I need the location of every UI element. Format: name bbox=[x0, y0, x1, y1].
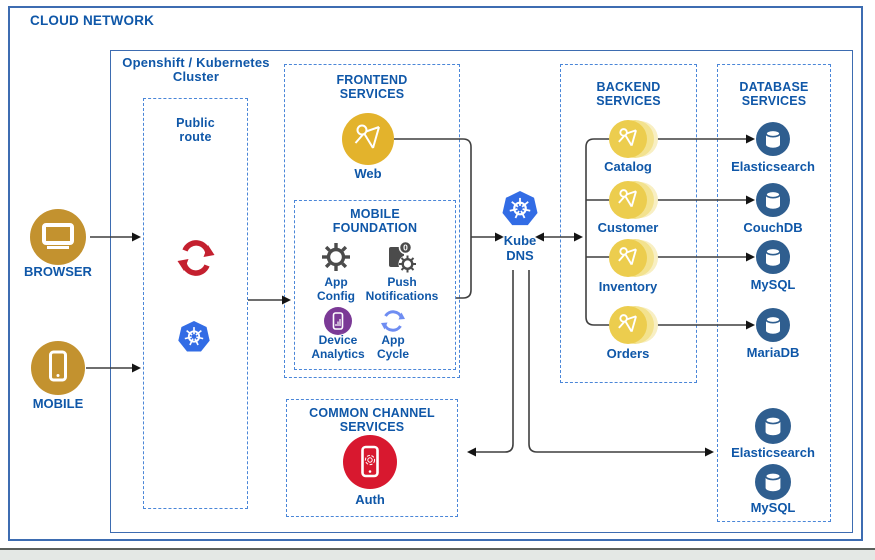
kube-dns-icon bbox=[501, 190, 539, 228]
customer-service-icon bbox=[609, 181, 661, 219]
browser-icon bbox=[30, 209, 86, 265]
auth-icon bbox=[343, 435, 397, 489]
inventory-service-icon bbox=[609, 239, 661, 277]
svg-text:0: 0 bbox=[403, 243, 408, 253]
mysql2-label: MySQL bbox=[750, 500, 796, 515]
gear-icon bbox=[318, 239, 354, 275]
push-notifications-icon: 0 bbox=[384, 240, 420, 276]
backend-services-title: BACKEND SERVICES bbox=[596, 80, 661, 108]
mysql-db2-icon bbox=[755, 464, 791, 500]
window-bottom-bar bbox=[0, 548, 875, 560]
customer-label: Customer bbox=[597, 220, 659, 235]
kube-dns-label: Kube DNS bbox=[503, 233, 537, 263]
openshift-cluster-box bbox=[110, 50, 853, 533]
orders-label: Orders bbox=[606, 346, 650, 361]
orders-service-icon bbox=[609, 306, 661, 344]
mysql-label: MySQL bbox=[750, 277, 796, 292]
elasticsearch-db2-icon bbox=[755, 408, 791, 444]
frontend-services-title: FRONTEND SERVICES bbox=[336, 73, 408, 101]
mobile-label: MOBILE bbox=[32, 396, 84, 411]
auth-label: Auth bbox=[355, 492, 385, 507]
database-services-title: DATABASE SERVICES bbox=[739, 80, 809, 108]
kubernetes-icon bbox=[177, 320, 211, 354]
common-channel-box bbox=[286, 399, 458, 517]
browser-label: BROWSER bbox=[24, 264, 92, 279]
device-analytics-label: Device Analytics bbox=[311, 333, 365, 361]
inventory-label: Inventory bbox=[598, 279, 658, 294]
couchdb-icon bbox=[756, 183, 790, 217]
app-cycle-label: App Cycle bbox=[376, 333, 410, 361]
catalog-label: Catalog bbox=[604, 159, 652, 174]
elasticsearch2-label: Elasticsearch bbox=[731, 445, 815, 460]
public-route-box bbox=[143, 98, 248, 509]
cloud-network-title: CLOUD NETWORK bbox=[30, 13, 155, 28]
elasticsearch-label: Elasticsearch bbox=[731, 159, 815, 174]
app-cycle-icon bbox=[378, 306, 408, 336]
web-service-icon bbox=[342, 113, 394, 165]
mariadb-icon bbox=[756, 308, 790, 342]
openshift-cluster-title: Openshift / Kubernetes Cluster bbox=[122, 55, 270, 84]
mobile-icon bbox=[31, 341, 85, 395]
elasticsearch-db-icon bbox=[756, 122, 790, 156]
push-notifications-label: Push Notifications bbox=[365, 275, 439, 303]
public-route-title: Public route bbox=[176, 116, 215, 144]
couchdb-label: CouchDB bbox=[743, 220, 803, 235]
app-config-label: App Config bbox=[317, 275, 355, 303]
openshift-icon bbox=[175, 237, 217, 279]
device-analytics-icon bbox=[324, 307, 352, 335]
web-label: Web bbox=[354, 166, 382, 181]
common-channel-title: COMMON CHANNEL SERVICES bbox=[309, 406, 435, 434]
mariadb-label: MariaDB bbox=[746, 345, 800, 360]
catalog-service-icon bbox=[609, 120, 661, 158]
mysql-db-icon bbox=[756, 240, 790, 274]
cloud-network-box bbox=[8, 6, 863, 541]
